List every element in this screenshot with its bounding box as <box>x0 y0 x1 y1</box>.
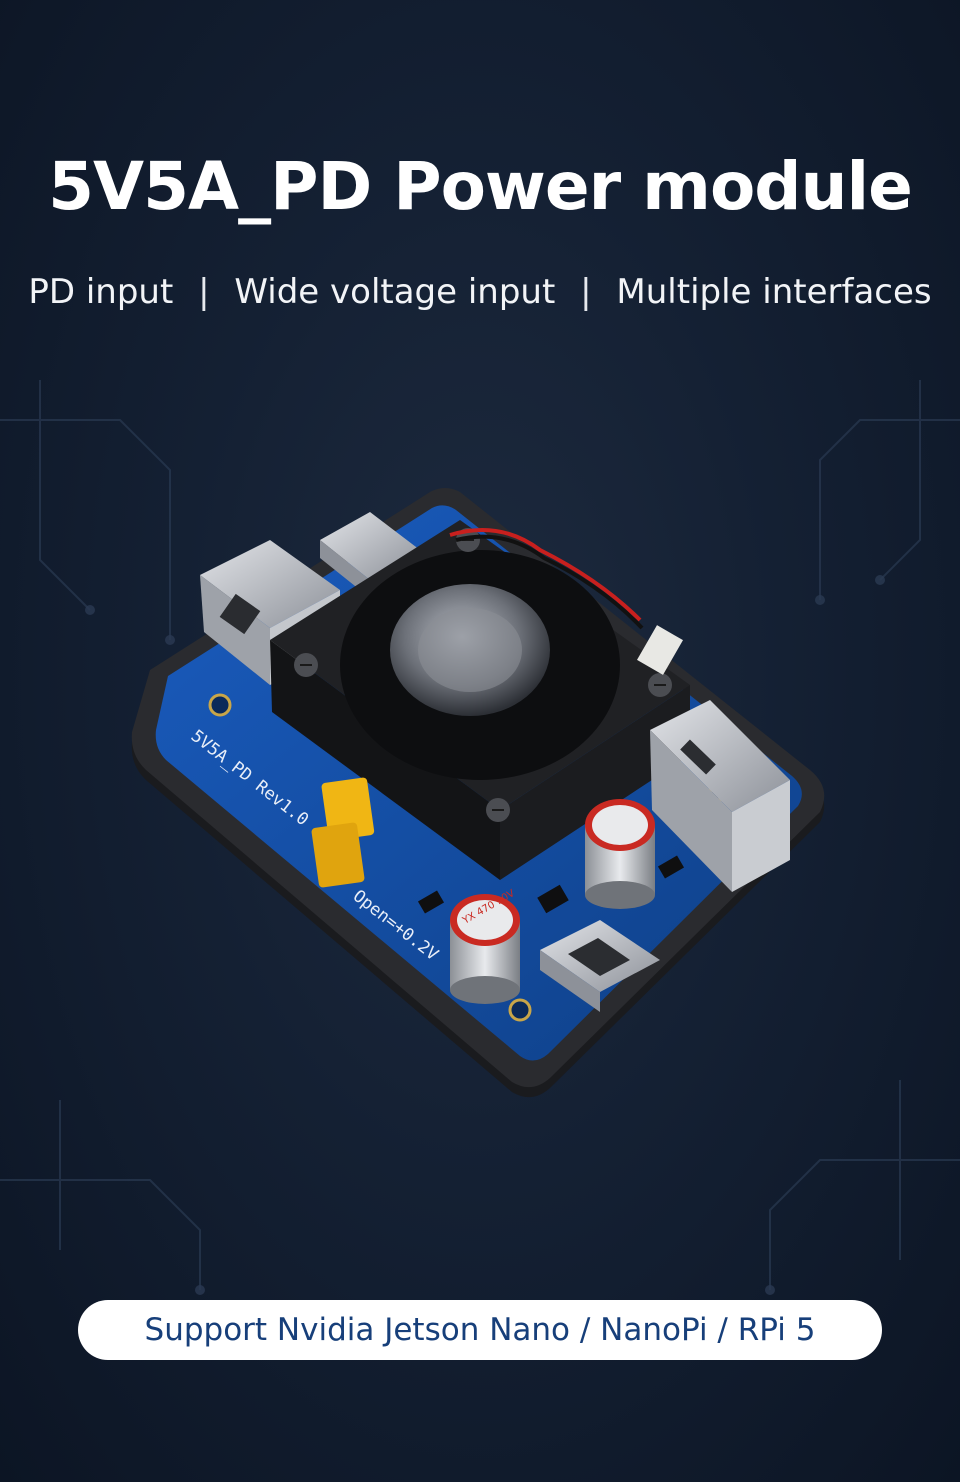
capacitor-right <box>585 799 655 909</box>
feature-wide-voltage: Wide voltage input <box>234 272 556 312</box>
feature-list: PD input | Wide voltage input | Multiple… <box>0 272 960 312</box>
support-badge: Support Nvidia Jetson Nano / NanoPi / RP… <box>78 1300 882 1360</box>
feature-multiple-interfaces: Multiple interfaces <box>616 272 932 312</box>
usb-c-port-bottom <box>540 920 660 1012</box>
feature-pd-input: PD input <box>28 272 174 312</box>
support-text: Support Nvidia Jetson Nano / NanoPi / RP… <box>144 1312 816 1348</box>
page-title: 5V5A_PD Power module <box>48 148 913 225</box>
cooling-fan <box>270 520 690 880</box>
power-module-photo: 5V5A_PD Rev1.0 Open=+0.2V YX 470 10V <box>131 488 825 1098</box>
usb-a-port <box>650 700 790 892</box>
capacitor-left <box>450 894 520 1004</box>
feature-separator: | <box>580 272 592 312</box>
jumper-cap <box>311 777 375 888</box>
feature-separator: | <box>198 272 210 312</box>
